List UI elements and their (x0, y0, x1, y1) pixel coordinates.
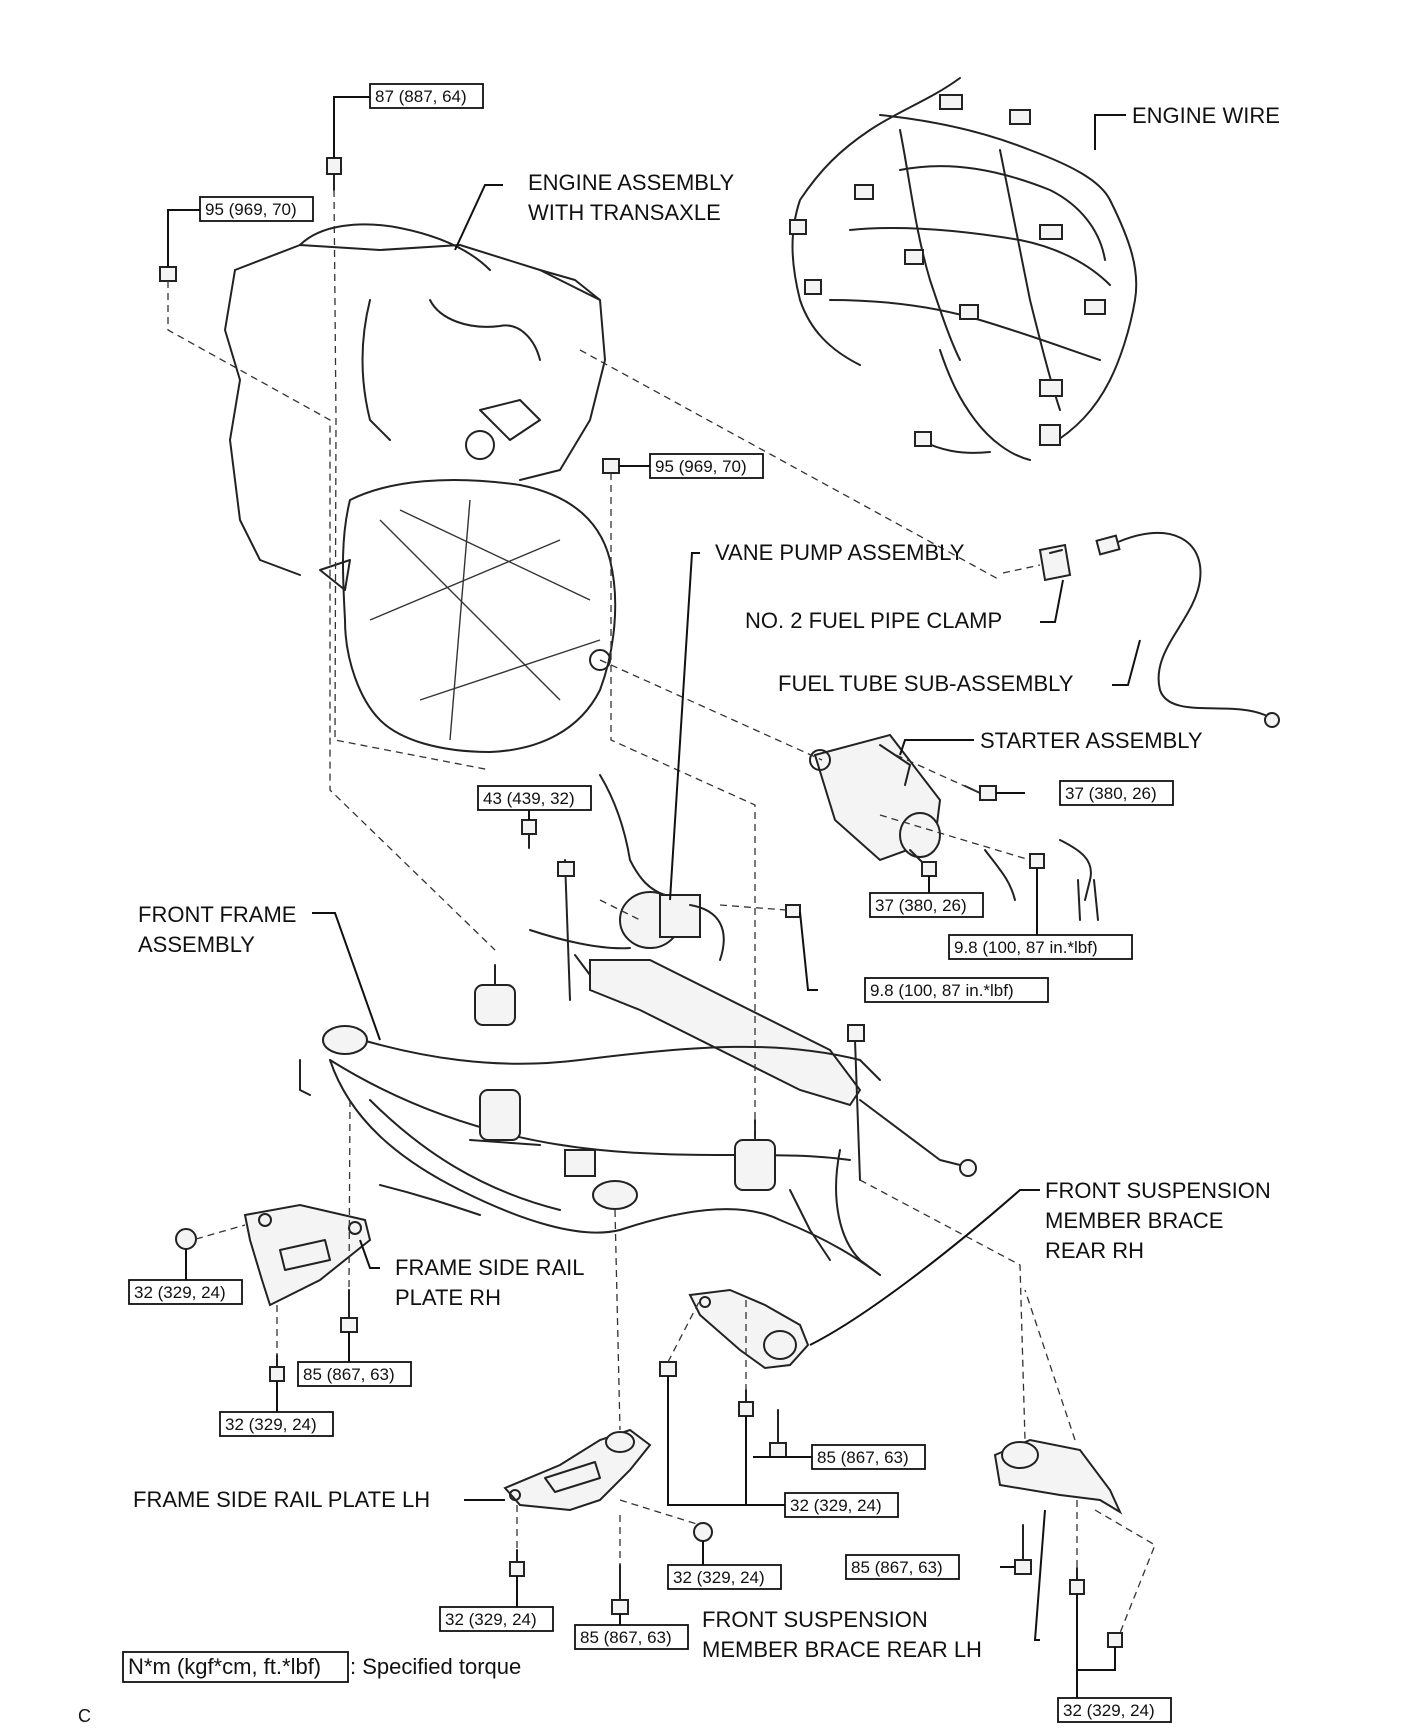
bolt-icon (340, 1289, 358, 1333)
label-vane-pump: VANE PUMP ASSEMBLY (715, 540, 965, 565)
svg-text:37 (380, 26): 37 (380, 26) (875, 896, 967, 915)
torque-callout: 85 (867, 63) (811, 1444, 926, 1470)
nut-icon (693, 1522, 713, 1542)
torque-callout: 32 (329, 24) (1057, 1697, 1172, 1723)
nut-icon (1029, 853, 1045, 869)
label-brace-lh-1: FRONT SUSPENSION (702, 1607, 928, 1632)
bolt-icon (269, 1354, 285, 1382)
label-engine-assembly-2: WITH TRANSAXLE (528, 200, 721, 225)
legend-box-text: N*m (kgf*cm, ft.*lbf) (128, 1654, 321, 1679)
bolt-icon (785, 904, 801, 918)
engine-wire-harness (789, 77, 1138, 461)
label-fuel-tube: FUEL TUBE SUB-ASSEMBLY (778, 671, 1074, 696)
torque-callout: 43 (439, 32) (477, 785, 592, 811)
torque-callout: 32 (329, 24) (667, 1564, 782, 1590)
frame-side-rail-plate-rh-drawing (243, 1203, 372, 1307)
label-front-frame-1: FRONT FRAME (138, 902, 296, 927)
svg-text:32 (329, 24): 32 (329, 24) (225, 1415, 317, 1434)
frame-mount-front-left (474, 964, 516, 1026)
torque-callout: 9.8 (100, 87 in.*lbf) (948, 934, 1133, 960)
bolt-icon (964, 785, 997, 801)
label-brace-rh-1: FRONT SUSPENSION (1045, 1178, 1271, 1203)
corner-code: C (78, 1706, 91, 1726)
front-frame-drawing (299, 964, 881, 1276)
torque-callout: 9.8 (100, 87 in.*lbf) (864, 977, 1049, 1003)
label-rail-lh: FRAME SIDE RAIL PLATE LH (133, 1487, 430, 1512)
vane-pump-drawing (529, 774, 725, 961)
nut-icon (159, 266, 177, 282)
brace-rear-lh-drawing (993, 1438, 1123, 1515)
torque-callout: 32 (329, 24) (784, 1492, 899, 1518)
steering-gear-drawing (557, 859, 977, 1181)
fasteners (159, 157, 1123, 1648)
svg-text:32 (329, 24): 32 (329, 24) (673, 1568, 765, 1587)
svg-text:95 (969, 70): 95 (969, 70) (655, 457, 747, 476)
svg-text:85 (867, 63): 85 (867, 63) (303, 1365, 395, 1384)
brace-rear-rh-drawing (688, 1288, 810, 1370)
nut-icon (1107, 1632, 1123, 1648)
torque-callout: 37 (380, 26) (1059, 780, 1174, 806)
label-engine-wire: ENGINE WIRE (1132, 103, 1280, 128)
label-brace-rh-2: MEMBER BRACE (1045, 1208, 1223, 1233)
bolt-icon (738, 1389, 754, 1417)
svg-text:32 (329, 24): 32 (329, 24) (134, 1283, 226, 1302)
svg-text:95 (969, 70): 95 (969, 70) (205, 200, 297, 219)
frame-side-rail-plate-lh-drawing (503, 1428, 652, 1512)
svg-text:85 (867, 63): 85 (867, 63) (817, 1448, 909, 1467)
torque-callout: 37 (380, 26) (869, 892, 984, 918)
label-brace-rh-3: REAR RH (1045, 1238, 1144, 1263)
bolt-icon (1014, 1524, 1032, 1575)
torque-callout: 85 (867, 63) (845, 1554, 960, 1580)
svg-text:37 (380, 26): 37 (380, 26) (1065, 784, 1157, 803)
torque-callout: 85 (867, 63) (297, 1361, 412, 1387)
nut-icon (602, 458, 620, 474)
torque-callout: 87 (887, 64) (369, 83, 484, 109)
torque-callout: 32 (329, 24) (219, 1411, 334, 1437)
label-front-frame-2: ASSEMBLY (138, 932, 255, 957)
svg-text:32 (329, 24): 32 (329, 24) (1063, 1701, 1155, 1720)
svg-text:9.8 (100, 87 in.*lbf): 9.8 (100, 87 in.*lbf) (870, 981, 1014, 1000)
label-starter: STARTER ASSEMBLY (980, 728, 1203, 753)
fuel-pipe-clamp-drawing (1038, 543, 1072, 582)
label-brace-lh-2: MEMBER BRACE REAR LH (702, 1637, 982, 1662)
label-fuel-pipe-clamp: NO. 2 FUEL PIPE CLAMP (745, 608, 1002, 633)
torque-callout: 95 (969, 70) (649, 453, 764, 479)
bolt-icon (509, 1549, 525, 1577)
bolt-icon (521, 819, 537, 849)
torque-callouts: 87 (887, 64) 95 (969, 70) 95 (969, 70) 4… (128, 83, 1174, 1723)
legend-text: : Specified torque (350, 1654, 521, 1679)
label-engine-assembly-1: ENGINE ASSEMBLY (528, 170, 735, 195)
svg-text:87 (887, 64): 87 (887, 64) (375, 87, 467, 106)
torque-callout: 85 (867, 63) (574, 1624, 689, 1650)
bolt-icon (611, 1564, 629, 1615)
starter-assembly-drawing (809, 733, 1099, 921)
bolt-icon (769, 1409, 787, 1458)
bolt-icon (1069, 1567, 1085, 1595)
svg-text:85 (867, 63): 85 (867, 63) (851, 1558, 943, 1577)
svg-text:85 (867, 63): 85 (867, 63) (580, 1628, 672, 1647)
svg-text:43 (439, 32): 43 (439, 32) (483, 789, 575, 808)
alignment-lines (167, 189, 1156, 1634)
label-rail-rh-1: FRAME SIDE RAIL (395, 1255, 584, 1280)
torque-legend: N*m (kgf*cm, ft.*lbf) : Specified torque (122, 1651, 521, 1683)
frame-mount-rear-left (469, 1089, 541, 1146)
torque-callout: 95 (969, 70) (199, 196, 314, 222)
svg-text:9.8 (100, 87 in.*lbf): 9.8 (100, 87 in.*lbf) (954, 938, 1098, 957)
engine-assembly-drawing (224, 223, 617, 753)
torque-callout: 32 (329, 24) (128, 1279, 243, 1305)
nut-icon (659, 1361, 677, 1377)
label-rail-rh-2: PLATE RH (395, 1285, 501, 1310)
torque-callout: 32 (329, 24) (439, 1606, 554, 1632)
part-labels: ENGINE WIRE ENGINE ASSEMBLY WITH TRANSAX… (133, 103, 1280, 1662)
nut-icon (175, 1228, 197, 1250)
svg-text:32 (329, 24): 32 (329, 24) (445, 1610, 537, 1629)
leader-lines (167, 96, 1141, 1698)
svg-text:32 (329, 24): 32 (329, 24) (790, 1496, 882, 1515)
bolt-icon (326, 157, 342, 191)
fuel-tube-drawing (1095, 532, 1280, 728)
